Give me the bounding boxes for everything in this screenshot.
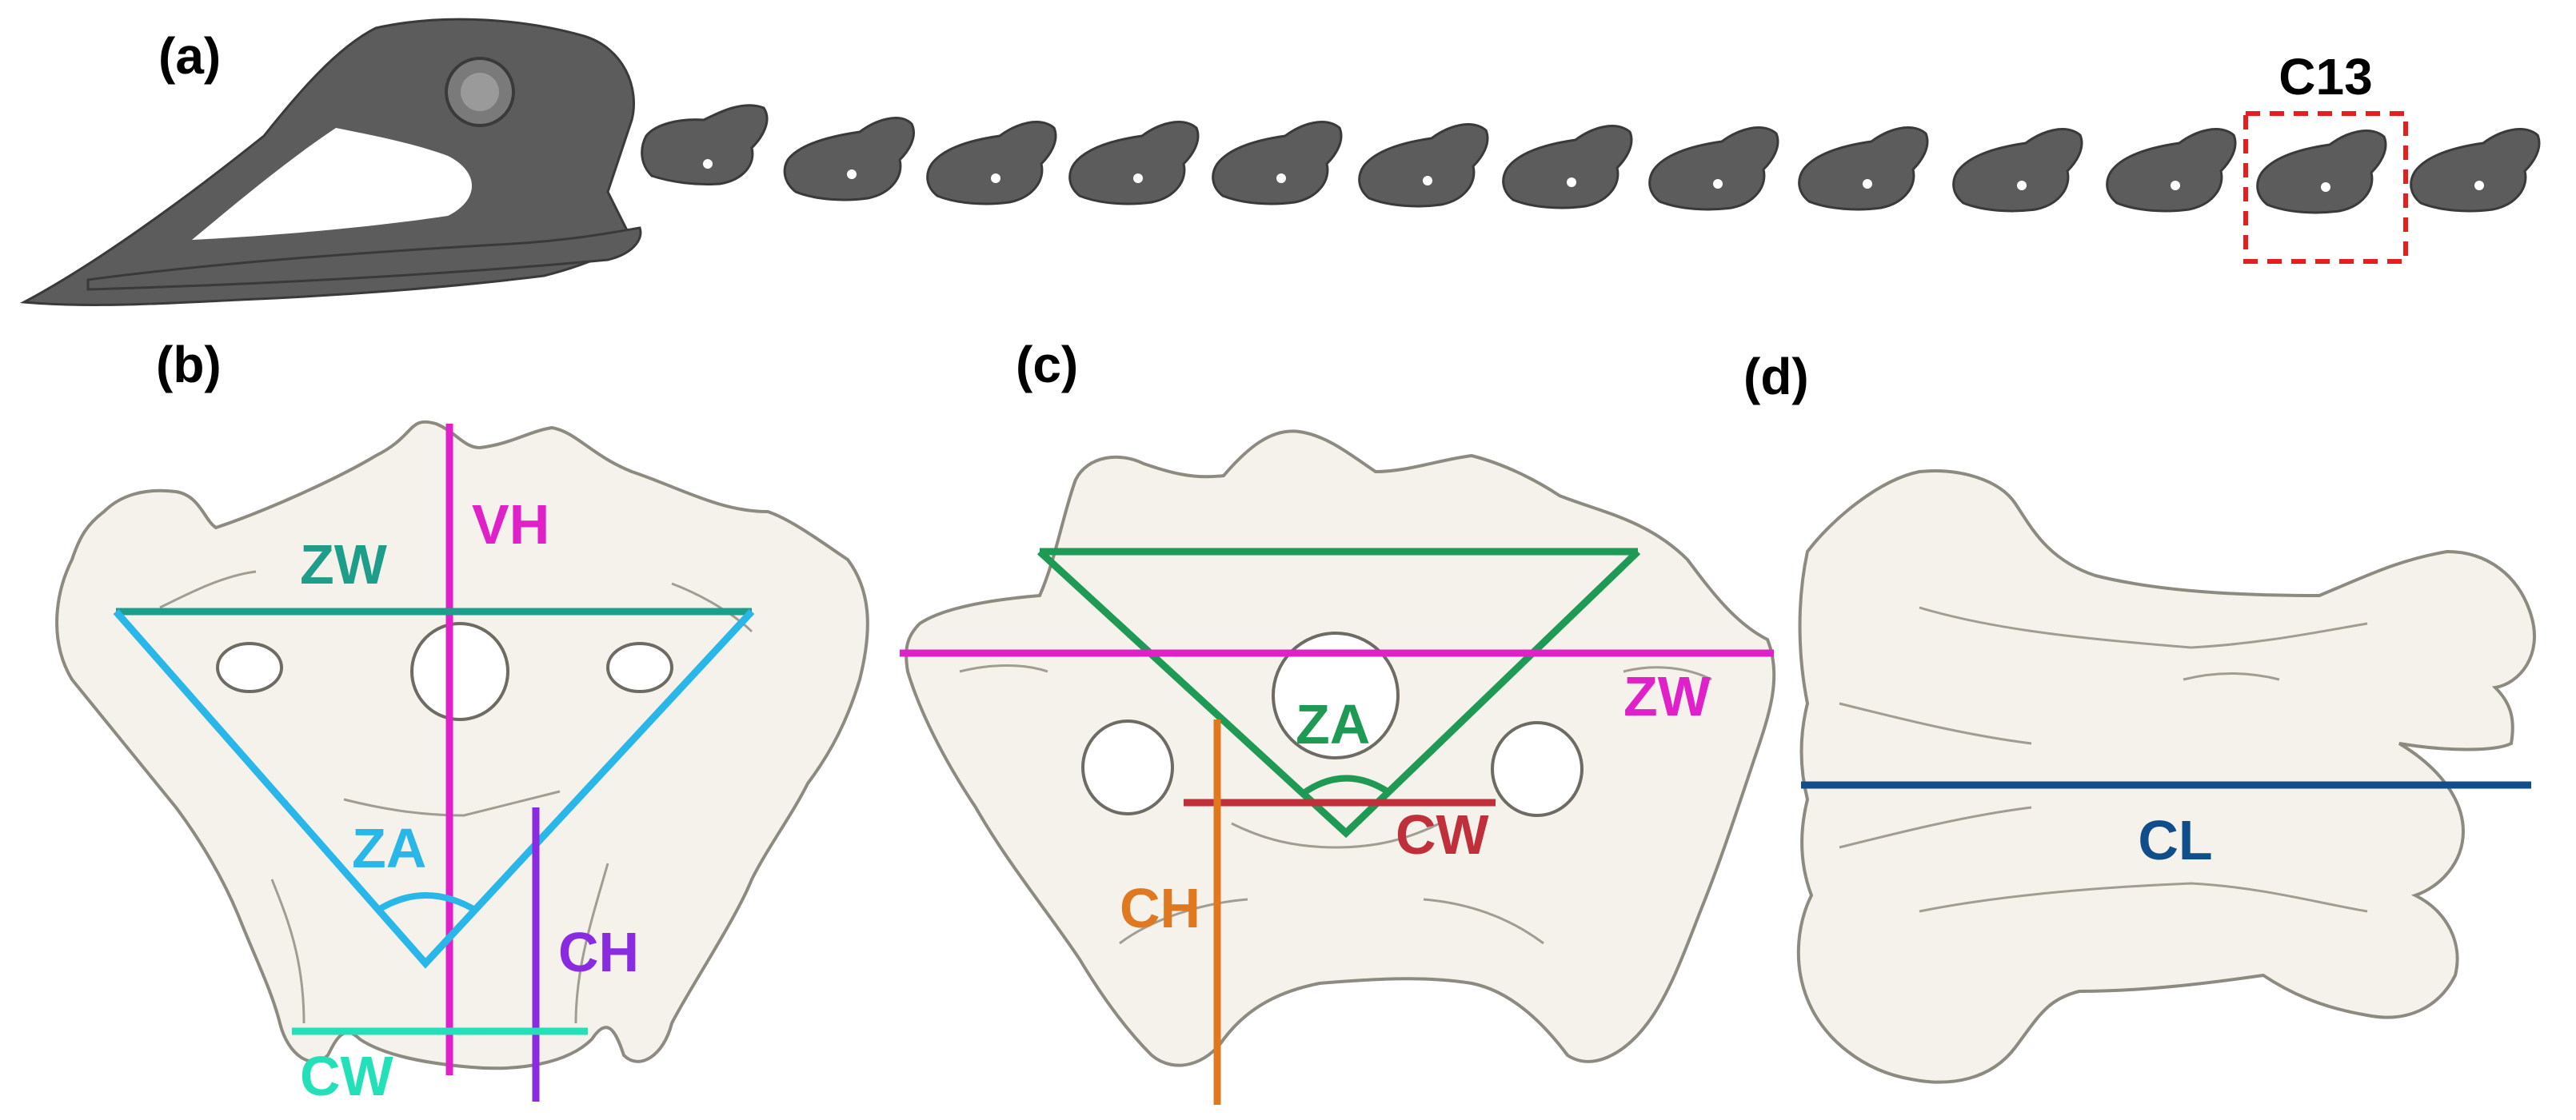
vertebra xyxy=(1952,128,2083,213)
cw-label-c: CW xyxy=(1396,803,1489,866)
cw-label: CW xyxy=(300,1045,393,1107)
za-label: ZA xyxy=(352,817,426,879)
vertebra xyxy=(1068,121,1200,205)
cl-label: CL xyxy=(2138,809,2212,871)
vertebra-dorsal-view xyxy=(1796,469,2536,1084)
skull-model xyxy=(19,18,642,306)
vertebra-anterior-view xyxy=(55,420,869,1070)
ch-label: CH xyxy=(558,921,639,983)
za-angle-arc-c xyxy=(1301,775,1392,796)
measurements-panel-c: ZA ZW CW CH xyxy=(900,548,1774,1105)
za-label-c: ZA xyxy=(1296,693,1370,755)
vertebra-c13 xyxy=(2256,130,2387,214)
vertebra xyxy=(2106,128,2237,213)
vertebra xyxy=(1798,126,1929,211)
vertebra-series xyxy=(641,104,2541,214)
vertebra xyxy=(783,117,915,201)
vh-label: VH xyxy=(472,493,549,556)
vertebra xyxy=(1212,121,1343,205)
za-triangle xyxy=(113,608,755,969)
measurements-panel-d: CL xyxy=(1801,781,2531,871)
vertebra xyxy=(1358,123,1489,208)
panel-label-a: (a) xyxy=(158,27,221,85)
vertebral-foramen-c xyxy=(1272,632,1400,759)
panel-label-d: (d) xyxy=(1743,348,1809,405)
panel-label-c: (c) xyxy=(1016,336,1078,393)
vertebra xyxy=(1502,125,1633,209)
zw-label-c: ZW xyxy=(1623,665,1711,727)
vertebra xyxy=(1648,126,1779,211)
za-angle-arc xyxy=(373,892,480,915)
vertebra xyxy=(641,104,769,185)
za-triangle-c xyxy=(1036,548,1641,839)
panel-label-b: (b) xyxy=(156,336,222,393)
c13-highlight-box xyxy=(2243,111,2408,264)
zw-label: ZW xyxy=(300,533,387,596)
measurements-panel-b: VH ZW ZA CH CW xyxy=(113,424,755,1107)
vertebra-posterior-view xyxy=(905,429,1776,1067)
vertebral-foramen xyxy=(410,622,509,721)
vertebra xyxy=(926,121,1057,205)
vertebra xyxy=(2410,128,2541,213)
ch-label-c: CH xyxy=(1120,877,1200,939)
c13-label: C13 xyxy=(2278,48,2372,106)
